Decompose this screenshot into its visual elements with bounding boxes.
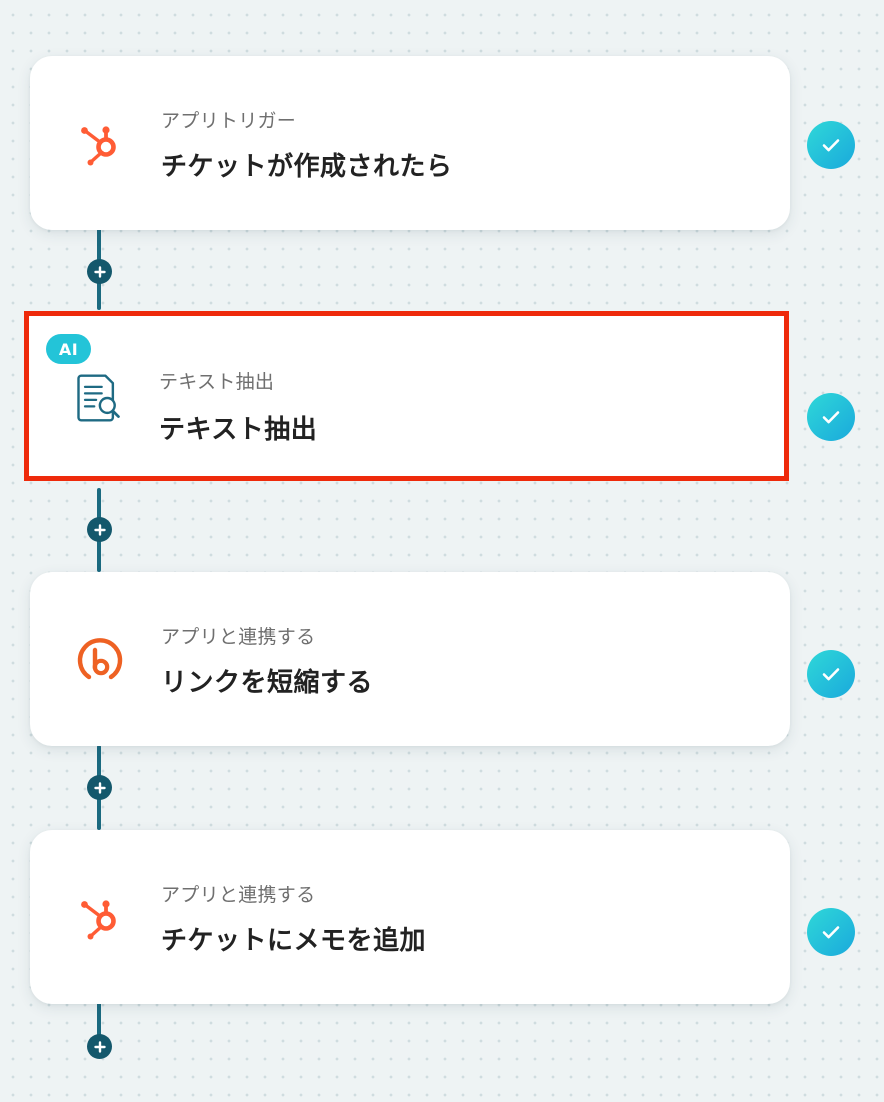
step-title: チケットが作成されたら bbox=[161, 152, 453, 182]
step-status-check bbox=[807, 393, 855, 441]
plus-icon bbox=[93, 781, 106, 794]
step-category: アプリと連携する bbox=[161, 626, 316, 648]
add-step-button[interactable] bbox=[87, 1034, 112, 1059]
check-icon bbox=[822, 926, 840, 939]
check-icon bbox=[822, 139, 840, 152]
plus-icon bbox=[93, 523, 106, 536]
add-step-button[interactable] bbox=[87, 259, 112, 284]
add-step-button[interactable] bbox=[87, 517, 112, 542]
plus-icon bbox=[93, 265, 106, 278]
step-status-check bbox=[807, 121, 855, 169]
bitly-icon bbox=[74, 634, 126, 686]
step-title: テキスト抽出 bbox=[159, 415, 318, 445]
step-category: アプリトリガー bbox=[161, 110, 297, 132]
check-icon bbox=[822, 411, 840, 424]
step-category: テキスト抽出 bbox=[159, 371, 275, 393]
step-title: リンクを短縮する bbox=[161, 668, 374, 698]
plus-icon bbox=[93, 1040, 106, 1053]
step-category: アプリと連携する bbox=[161, 884, 316, 906]
document-search-icon bbox=[72, 372, 124, 424]
step-status-check bbox=[807, 908, 855, 956]
step-card-text-extraction[interactable]: AI テキスト抽出 テキスト抽出 bbox=[24, 311, 789, 481]
hubspot-icon bbox=[74, 892, 126, 944]
flow-connector bbox=[97, 1002, 101, 1050]
step-card-add-note[interactable]: アプリと連携する チケットにメモを追加 bbox=[30, 830, 790, 1004]
step-card-trigger[interactable]: アプリトリガー チケットが作成されたら bbox=[30, 56, 790, 230]
step-status-check bbox=[807, 650, 855, 698]
hubspot-icon bbox=[74, 118, 126, 170]
ai-badge: AI bbox=[46, 334, 91, 364]
step-title: チケットにメモを追加 bbox=[161, 926, 427, 956]
add-step-button[interactable] bbox=[87, 775, 112, 800]
step-card-shorten-link[interactable]: アプリと連携する リンクを短縮する bbox=[30, 572, 790, 746]
check-icon bbox=[822, 668, 840, 681]
